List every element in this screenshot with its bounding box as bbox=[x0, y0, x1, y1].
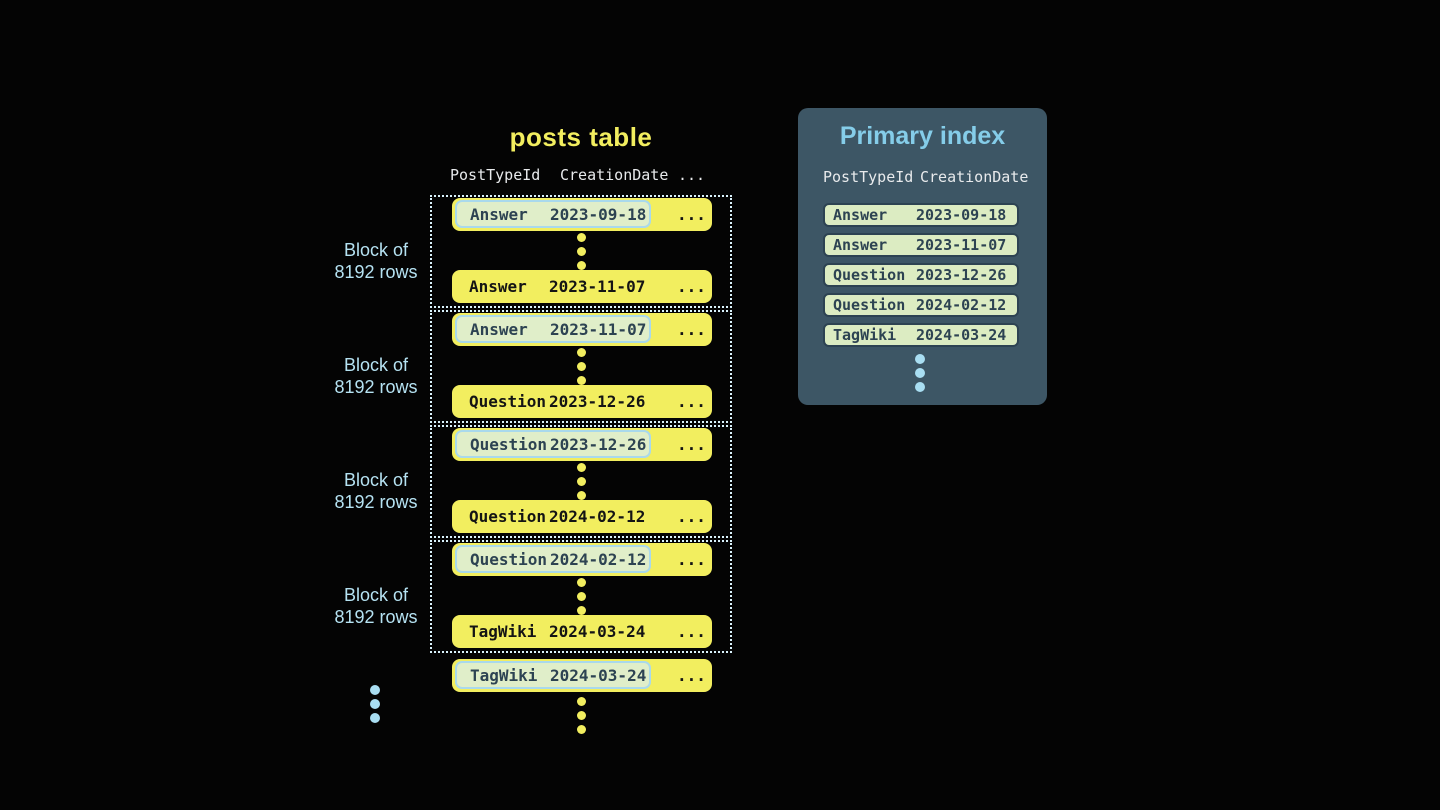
row-posttypeid: Question bbox=[833, 266, 906, 284]
block-size-label: Block of 8192 rows bbox=[306, 469, 446, 513]
table-row: Question 2024-02-12 ... bbox=[452, 543, 712, 576]
indexed-key-highlight: Answer 2023-11-07 bbox=[455, 315, 651, 343]
column-creationdate: CreationDate bbox=[560, 166, 669, 184]
row-creationdate: 2024-03-24 bbox=[550, 665, 647, 685]
row-posttypeid: Question bbox=[469, 392, 547, 411]
block-size-label: Block of 8192 rows bbox=[306, 239, 446, 283]
row-posttypeid: TagWiki bbox=[833, 326, 897, 344]
row-posttypeid: Question bbox=[469, 507, 547, 526]
table-row: Answer 2023-11-07 ... bbox=[452, 270, 712, 303]
index-row: Answer 2023-09-18 bbox=[823, 203, 1019, 227]
row-posttypeid: Answer bbox=[470, 204, 528, 224]
table-row: TagWiki 2024-03-24 ... bbox=[452, 659, 712, 692]
row-creationdate: 2023-11-07 bbox=[550, 319, 647, 339]
row-creationdate: 2023-12-26 bbox=[549, 392, 646, 411]
row-more: ... bbox=[677, 507, 706, 526]
vertical-ellipsis-dots-icon bbox=[577, 578, 586, 615]
row-posttypeid: Question bbox=[470, 549, 548, 569]
row-creationdate: 2023-11-07 bbox=[549, 277, 646, 296]
row-posttypeid: Answer bbox=[469, 277, 527, 296]
rows-block-3: Question 2023-12-26 ... Question 2024-02… bbox=[430, 425, 732, 538]
rows-block-2: Answer 2023-11-07 ... Question 2023-12-2… bbox=[430, 310, 732, 423]
primary-index-column-header: PostTypeId CreationDate bbox=[823, 168, 1028, 186]
row-more: ... bbox=[677, 666, 706, 685]
table-row: Answer 2023-11-07 ... bbox=[452, 313, 712, 346]
indexed-key-highlight: TagWiki 2024-03-24 bbox=[455, 661, 651, 689]
rows-block-4: Question 2024-02-12 ... TagWiki 2024-03-… bbox=[430, 540, 732, 653]
row-posttypeid: Question bbox=[833, 296, 906, 314]
column-more: ... bbox=[678, 166, 706, 184]
block-label-line1: Block of bbox=[343, 240, 409, 260]
index-row: Question 2024-02-12 bbox=[823, 293, 1019, 317]
block-label-line2: 8192 rows bbox=[334, 377, 418, 397]
index-row: Question 2023-12-26 bbox=[823, 263, 1019, 287]
vertical-ellipsis-dots-icon bbox=[577, 233, 586, 270]
primary-index-panel: Primary index PostTypeId CreationDate An… bbox=[798, 108, 1047, 405]
table-row: Question 2024-02-12 ... bbox=[452, 500, 712, 533]
block-label-line1: Block of bbox=[343, 355, 409, 375]
indexed-key-highlight: Question 2024-02-12 bbox=[455, 545, 651, 573]
index-row: TagWiki 2024-03-24 bbox=[823, 323, 1019, 347]
row-posttypeid: Answer bbox=[833, 206, 888, 224]
row-posttypeid: TagWiki bbox=[470, 665, 538, 685]
block-size-label: Block of 8192 rows bbox=[306, 354, 446, 398]
table-row: Answer 2023-09-18 ... bbox=[452, 198, 712, 231]
row-more: ... bbox=[677, 622, 706, 641]
row-creationdate: 2023-09-18 bbox=[550, 204, 647, 224]
vertical-ellipsis-dots-icon bbox=[370, 685, 380, 723]
vertical-ellipsis-dots-icon bbox=[577, 348, 586, 385]
indexed-key-highlight: Answer 2023-09-18 bbox=[455, 200, 651, 228]
indexed-key-highlight: Question 2023-12-26 bbox=[455, 430, 651, 458]
row-creationdate: 2024-02-12 bbox=[549, 507, 646, 526]
row-creationdate: 2024-02-12 bbox=[550, 549, 647, 569]
row-posttypeid: Question bbox=[470, 434, 548, 454]
row-creationdate: 2023-11-07 bbox=[916, 236, 1007, 254]
row-more: ... bbox=[677, 320, 706, 339]
row-posttypeid: TagWiki bbox=[469, 622, 537, 641]
vertical-ellipsis-dots-icon bbox=[577, 697, 586, 734]
posts-table-title: posts table bbox=[509, 122, 653, 152]
block-label-line1: Block of bbox=[343, 470, 409, 490]
row-creationdate: 2023-09-18 bbox=[916, 206, 1007, 224]
table-row: Question 2023-12-26 ... bbox=[452, 385, 712, 418]
table-row: Question 2023-12-26 ... bbox=[452, 428, 712, 461]
row-creationdate: 2023-12-26 bbox=[550, 434, 647, 454]
row-more: ... bbox=[677, 435, 706, 454]
vertical-ellipsis-dots-icon bbox=[915, 354, 925, 392]
column-posttypeid: PostTypeId bbox=[823, 168, 914, 186]
column-posttypeid: PostTypeId bbox=[450, 166, 541, 184]
block-label-line2: 8192 rows bbox=[334, 262, 418, 282]
table-row: TagWiki 2024-03-24 ... bbox=[452, 615, 712, 648]
row-creationdate: 2023-12-26 bbox=[916, 266, 1007, 284]
row-creationdate: 2024-02-12 bbox=[916, 296, 1007, 314]
vertical-ellipsis-dots-icon bbox=[577, 463, 586, 500]
row-creationdate: 2024-03-24 bbox=[916, 326, 1007, 344]
block-label-line1: Block of bbox=[343, 585, 409, 605]
row-posttypeid: Answer bbox=[833, 236, 888, 254]
row-more: ... bbox=[677, 205, 706, 224]
row-more: ... bbox=[677, 550, 706, 569]
block-label-line2: 8192 rows bbox=[334, 607, 418, 627]
block-label-line2: 8192 rows bbox=[334, 492, 418, 512]
row-more: ... bbox=[677, 392, 706, 411]
rows-block-1: Answer 2023-09-18 ... Answer 2023-11-07 … bbox=[430, 195, 732, 308]
primary-index-title: Primary index bbox=[839, 122, 1006, 150]
row-more: ... bbox=[677, 277, 706, 296]
index-row: Answer 2023-11-07 bbox=[823, 233, 1019, 257]
column-creationdate: CreationDate bbox=[920, 168, 1029, 186]
row-creationdate: 2024-03-24 bbox=[549, 622, 646, 641]
row-posttypeid: Answer bbox=[470, 319, 528, 339]
block-size-label: Block of 8192 rows bbox=[306, 584, 446, 628]
posts-table-column-header: PostTypeId CreationDate ... bbox=[450, 166, 705, 184]
